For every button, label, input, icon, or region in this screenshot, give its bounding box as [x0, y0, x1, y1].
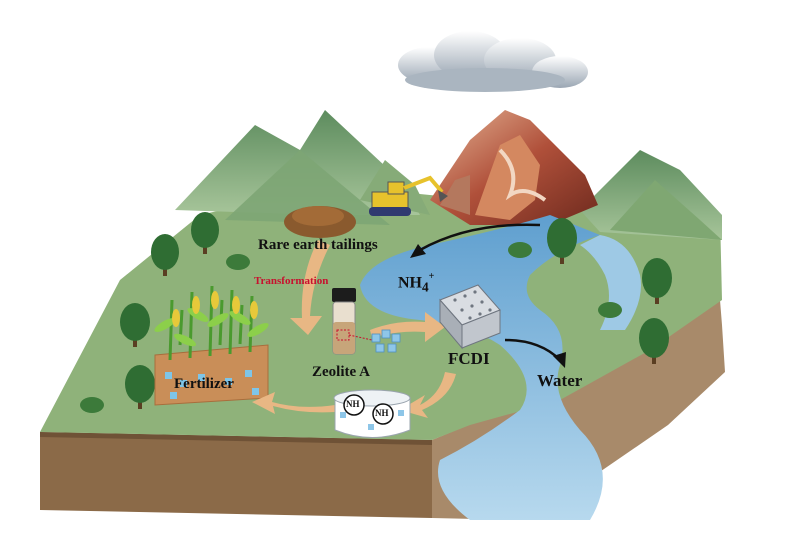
arrow-fcdi-to-beaker — [400, 372, 456, 418]
cloud-icon — [398, 31, 588, 92]
nh4-badge-icon — [343, 394, 365, 416]
tree-icon — [125, 365, 155, 409]
tree-icon — [639, 318, 669, 364]
transformation-label: Transformation — [254, 275, 329, 287]
arrow-tailings-to-zeolite — [290, 240, 330, 335]
ammonium-label: NH4+ — [398, 271, 435, 295]
tree-icon — [642, 258, 672, 304]
tree-icon — [191, 212, 219, 254]
nh4-badge-label: NH — [375, 408, 389, 418]
nh4-badge-icon — [372, 403, 394, 425]
tree-icon — [120, 303, 150, 347]
arrow-beaker-to-fertilizer — [252, 392, 335, 414]
fcdi-label: FCDI — [448, 349, 490, 368]
rare-earth-tailings-label: Rare earth tailings — [258, 237, 378, 253]
mountains-right — [580, 150, 722, 240]
beaker-icon — [333, 389, 411, 438]
arrow-zeolite-to-fcdi — [370, 312, 445, 342]
tree-icon — [547, 218, 577, 264]
tree-icon — [151, 234, 179, 276]
arrow-river-to-nh4 — [419, 223, 541, 252]
nh4-badge-label: NH — [346, 399, 360, 409]
flow-arrows — [252, 240, 456, 418]
fertilizer-label: Fertilizer — [174, 376, 234, 392]
fcdi-device-icon — [439, 284, 501, 350]
zeolite-crystal-icon — [371, 329, 401, 353]
vial-icon — [332, 288, 373, 355]
black-arrows — [410, 223, 566, 368]
river — [360, 215, 641, 520]
excavator-icon — [369, 175, 448, 216]
water-label: Water — [537, 371, 583, 390]
trees — [80, 212, 672, 413]
crop-field — [154, 285, 269, 406]
mine-rock — [430, 110, 598, 225]
zeolite-label: Zeolite A — [312, 364, 370, 380]
